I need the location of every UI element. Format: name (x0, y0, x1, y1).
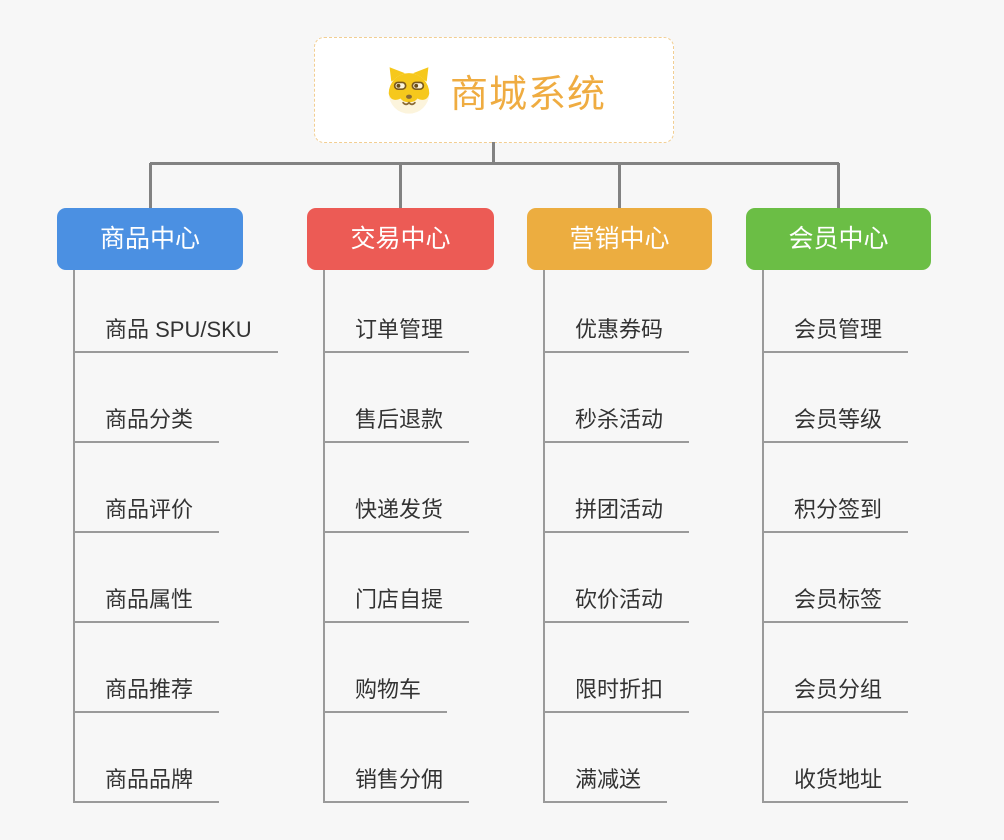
branch-item[interactable]: 拼团活动 (544, 495, 690, 533)
branch-item[interactable]: 商品 SPU/SKU (74, 315, 278, 353)
branch-item[interactable]: 满减送 (544, 765, 668, 803)
branch-item[interactable]: 商品分类 (74, 405, 220, 443)
connector-drop-line (837, 163, 840, 208)
branch-item[interactable]: 收货地址 (763, 765, 909, 803)
branch-trunk-line (73, 270, 75, 803)
branch-trunk-line (762, 270, 764, 803)
branch-item[interactable]: 会员分组 (763, 675, 909, 713)
branch-item[interactable]: 积分签到 (763, 495, 909, 533)
connector-drop-line (399, 163, 402, 208)
branch-head[interactable]: 会员中心 (746, 208, 931, 270)
branch-item[interactable]: 商品属性 (74, 585, 220, 623)
connector-drop-line (618, 163, 621, 208)
branch-item[interactable]: 会员管理 (763, 315, 909, 353)
dog-face-icon (382, 63, 436, 117)
branch-head[interactable]: 营销中心 (527, 208, 712, 270)
branch-item[interactable]: 商品品牌 (74, 765, 220, 803)
branch-head[interactable]: 商品中心 (57, 208, 243, 270)
branch-item[interactable]: 优惠券码 (544, 315, 690, 353)
connector-root-stub (492, 142, 495, 164)
branch-trunk-line (543, 270, 545, 803)
branch-item[interactable]: 会员等级 (763, 405, 909, 443)
branch-item[interactable]: 购物车 (324, 675, 448, 713)
root-node[interactable]: 商城系统 (314, 37, 674, 143)
connector-horizontal-line (150, 162, 839, 165)
branch-trunk-line (323, 270, 325, 803)
branch-item[interactable]: 订单管理 (324, 315, 470, 353)
branch-item[interactable]: 砍价活动 (544, 585, 690, 623)
connector-drop-line (148, 163, 152, 208)
branch-head[interactable]: 交易中心 (307, 208, 494, 270)
branch-item[interactable]: 销售分佣 (324, 765, 470, 803)
branch-item[interactable]: 会员标签 (763, 585, 909, 623)
branch-column: 营销中心优惠券码秒杀活动拼团活动砍价活动限时折扣满减送 (527, 208, 712, 803)
branch-item[interactable]: 门店自提 (324, 585, 470, 623)
branch-item[interactable]: 售后退款 (324, 405, 470, 443)
branch-item[interactable]: 限时折扣 (544, 675, 690, 713)
root-title: 商城系统 (449, 73, 606, 116)
branch-item[interactable]: 快递发货 (324, 495, 470, 533)
branch-item[interactable]: 商品评价 (74, 495, 220, 533)
branch-column: 会员中心会员管理会员等级积分签到会员标签会员分组收货地址 (746, 208, 931, 803)
branch-item[interactable]: 商品推荐 (74, 675, 220, 713)
branch-column: 商品中心商品 SPU/SKU 商品分类商品评价商品属性商品推荐商品品牌 (57, 208, 278, 803)
branch-column: 交易中心订单管理售后退款快递发货门店自提购物车销售分佣 (307, 208, 494, 803)
branch-item[interactable]: 秒杀活动 (544, 405, 690, 443)
